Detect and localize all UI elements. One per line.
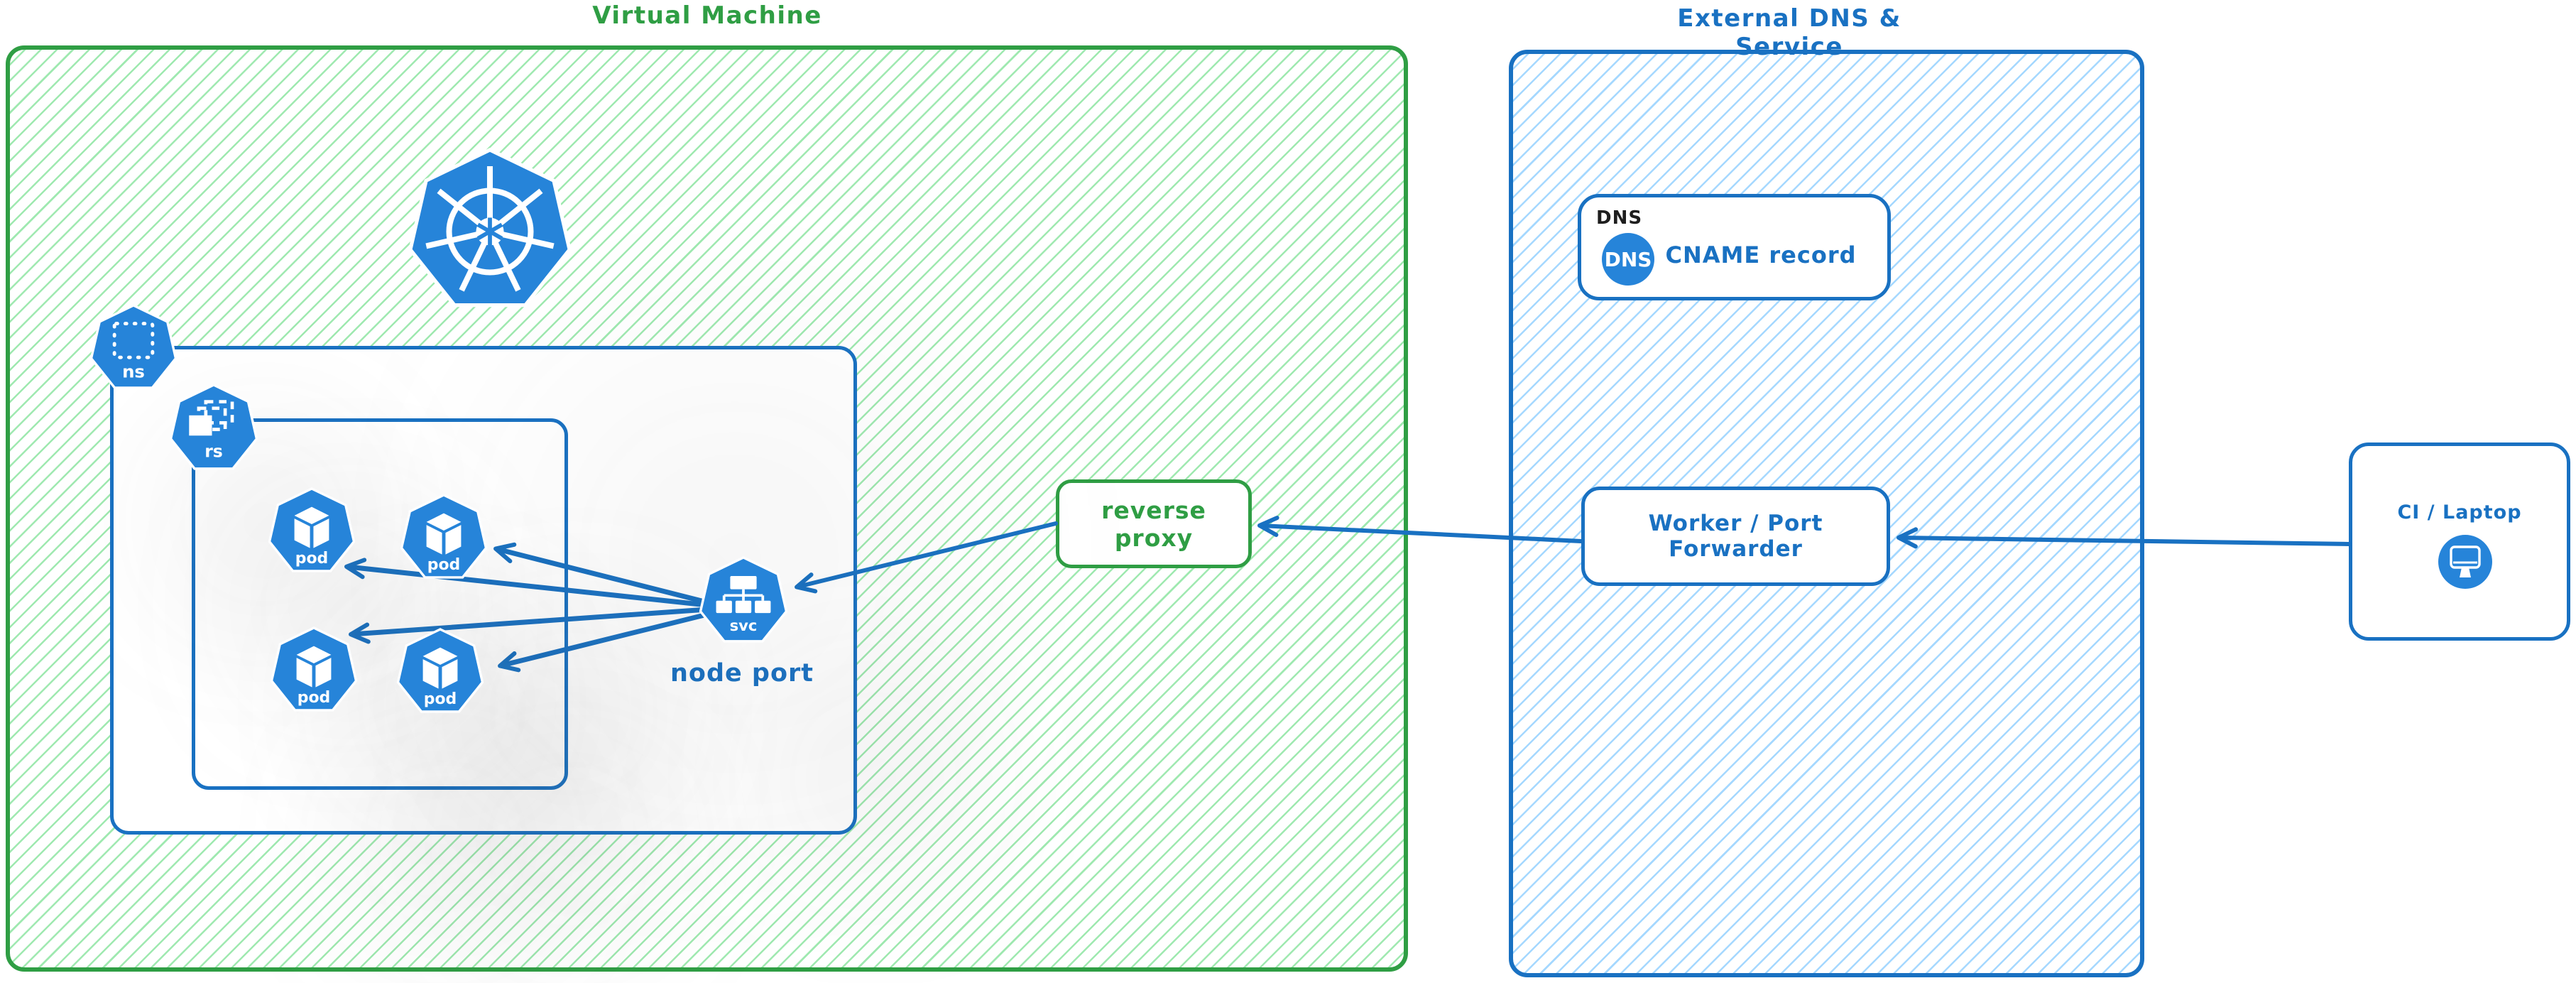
monitor-glyph — [2450, 545, 2481, 577]
replicaset-box — [192, 418, 568, 790]
dns-badge-icon: DNS — [1602, 233, 1654, 286]
dns-tag-label: DNS — [1596, 207, 1643, 229]
laptop-monitor-icon — [2438, 535, 2492, 589]
reverse-proxy-label: reverse proxy — [1101, 496, 1206, 552]
node-port-label: node port — [670, 659, 814, 688]
reverse-proxy-box: reverse proxy — [1056, 479, 1252, 568]
worker-port-forwarder-label: Worker / Port Forwarder — [1648, 511, 1823, 562]
ci-laptop-label: CI / Laptop — [2397, 501, 2522, 523]
external-dns-title: External DNS & Service — [1677, 4, 1901, 61]
dns-badge-label: DNS — [1604, 247, 1652, 271]
worker-port-forwarder-box: Worker / Port Forwarder — [1581, 487, 1890, 586]
cname-record-label: CNAME record — [1665, 241, 1857, 268]
virtual-machine-title: Virtual Machine — [592, 1, 822, 30]
